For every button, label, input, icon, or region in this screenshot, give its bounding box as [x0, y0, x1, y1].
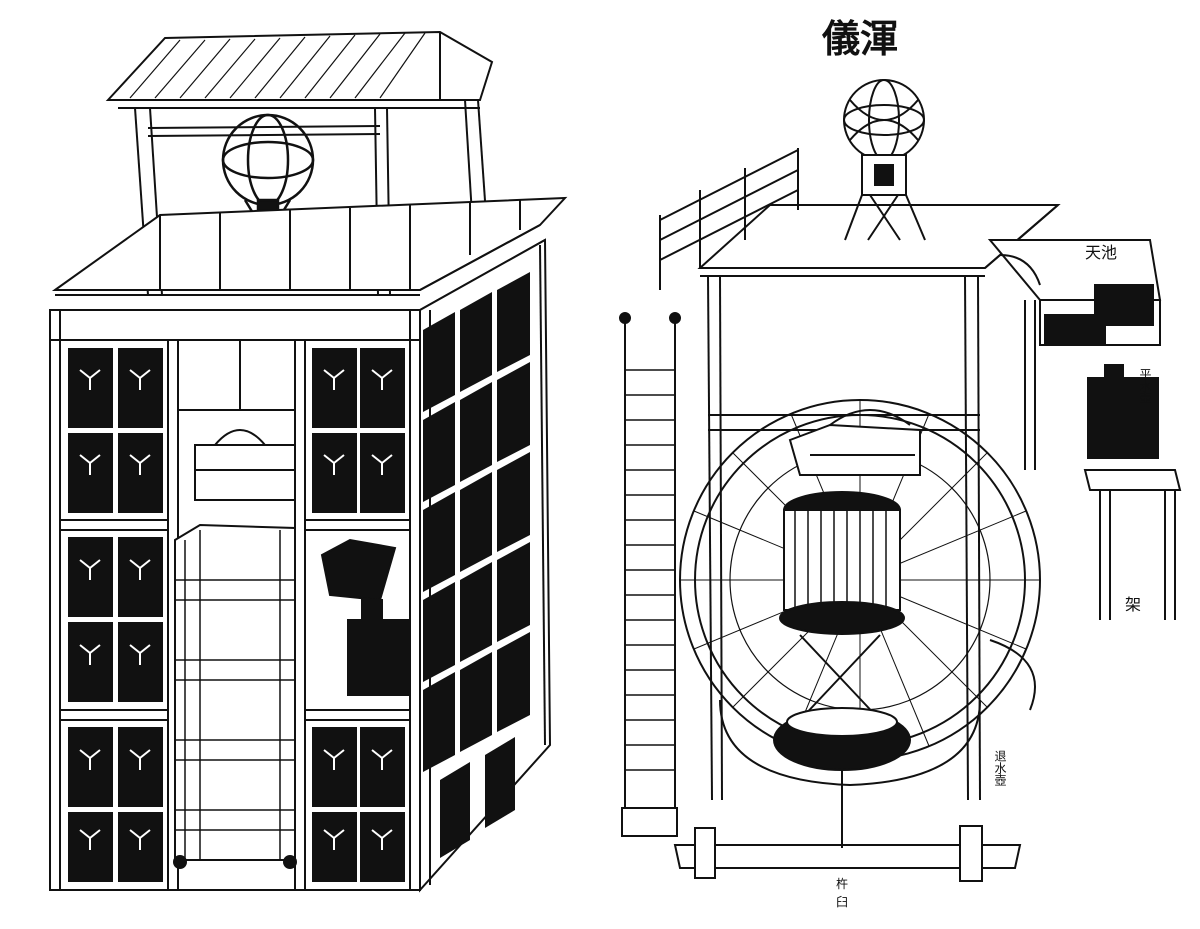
- top-platform: [697, 204, 1061, 277]
- diagram-labels: 天池 平水壺 架 退水壺 杵 臼: [836, 243, 1152, 909]
- base-beam: [673, 770, 1022, 882]
- upper-bell-box: [788, 409, 921, 476]
- staircase: [619, 312, 681, 837]
- water-basin: [719, 639, 1036, 787]
- label-pingshui: 平水壺: [1138, 368, 1152, 404]
- central-gear-cage: [773, 491, 911, 771]
- upper-platform: [51, 196, 568, 311]
- label-tuishui: 退水壺: [993, 750, 1007, 786]
- right-mechanism: [619, 79, 1182, 882]
- stair-steps: [625, 369, 675, 771]
- top-railing: [659, 148, 799, 290]
- left-clock-tower: [49, 30, 568, 893]
- label-tianchi: 天池: [1085, 243, 1117, 262]
- label-jia: 架: [1125, 595, 1141, 614]
- label-jiu: 臼: [836, 894, 848, 909]
- roof-shingles: [129, 32, 426, 99]
- water-tank-structure: [987, 239, 1182, 620]
- right-compartment-drum: [320, 538, 409, 696]
- central-pagoda: [173, 429, 297, 869]
- page-title: 儀渾: [821, 16, 898, 61]
- armillary-sphere-right: [843, 79, 926, 241]
- pagoda-tiers: [175, 530, 295, 860]
- side-door-panels: [423, 272, 530, 858]
- label-chu-jiu: 杵: [836, 876, 848, 891]
- bird-motifs-front: [79, 369, 393, 850]
